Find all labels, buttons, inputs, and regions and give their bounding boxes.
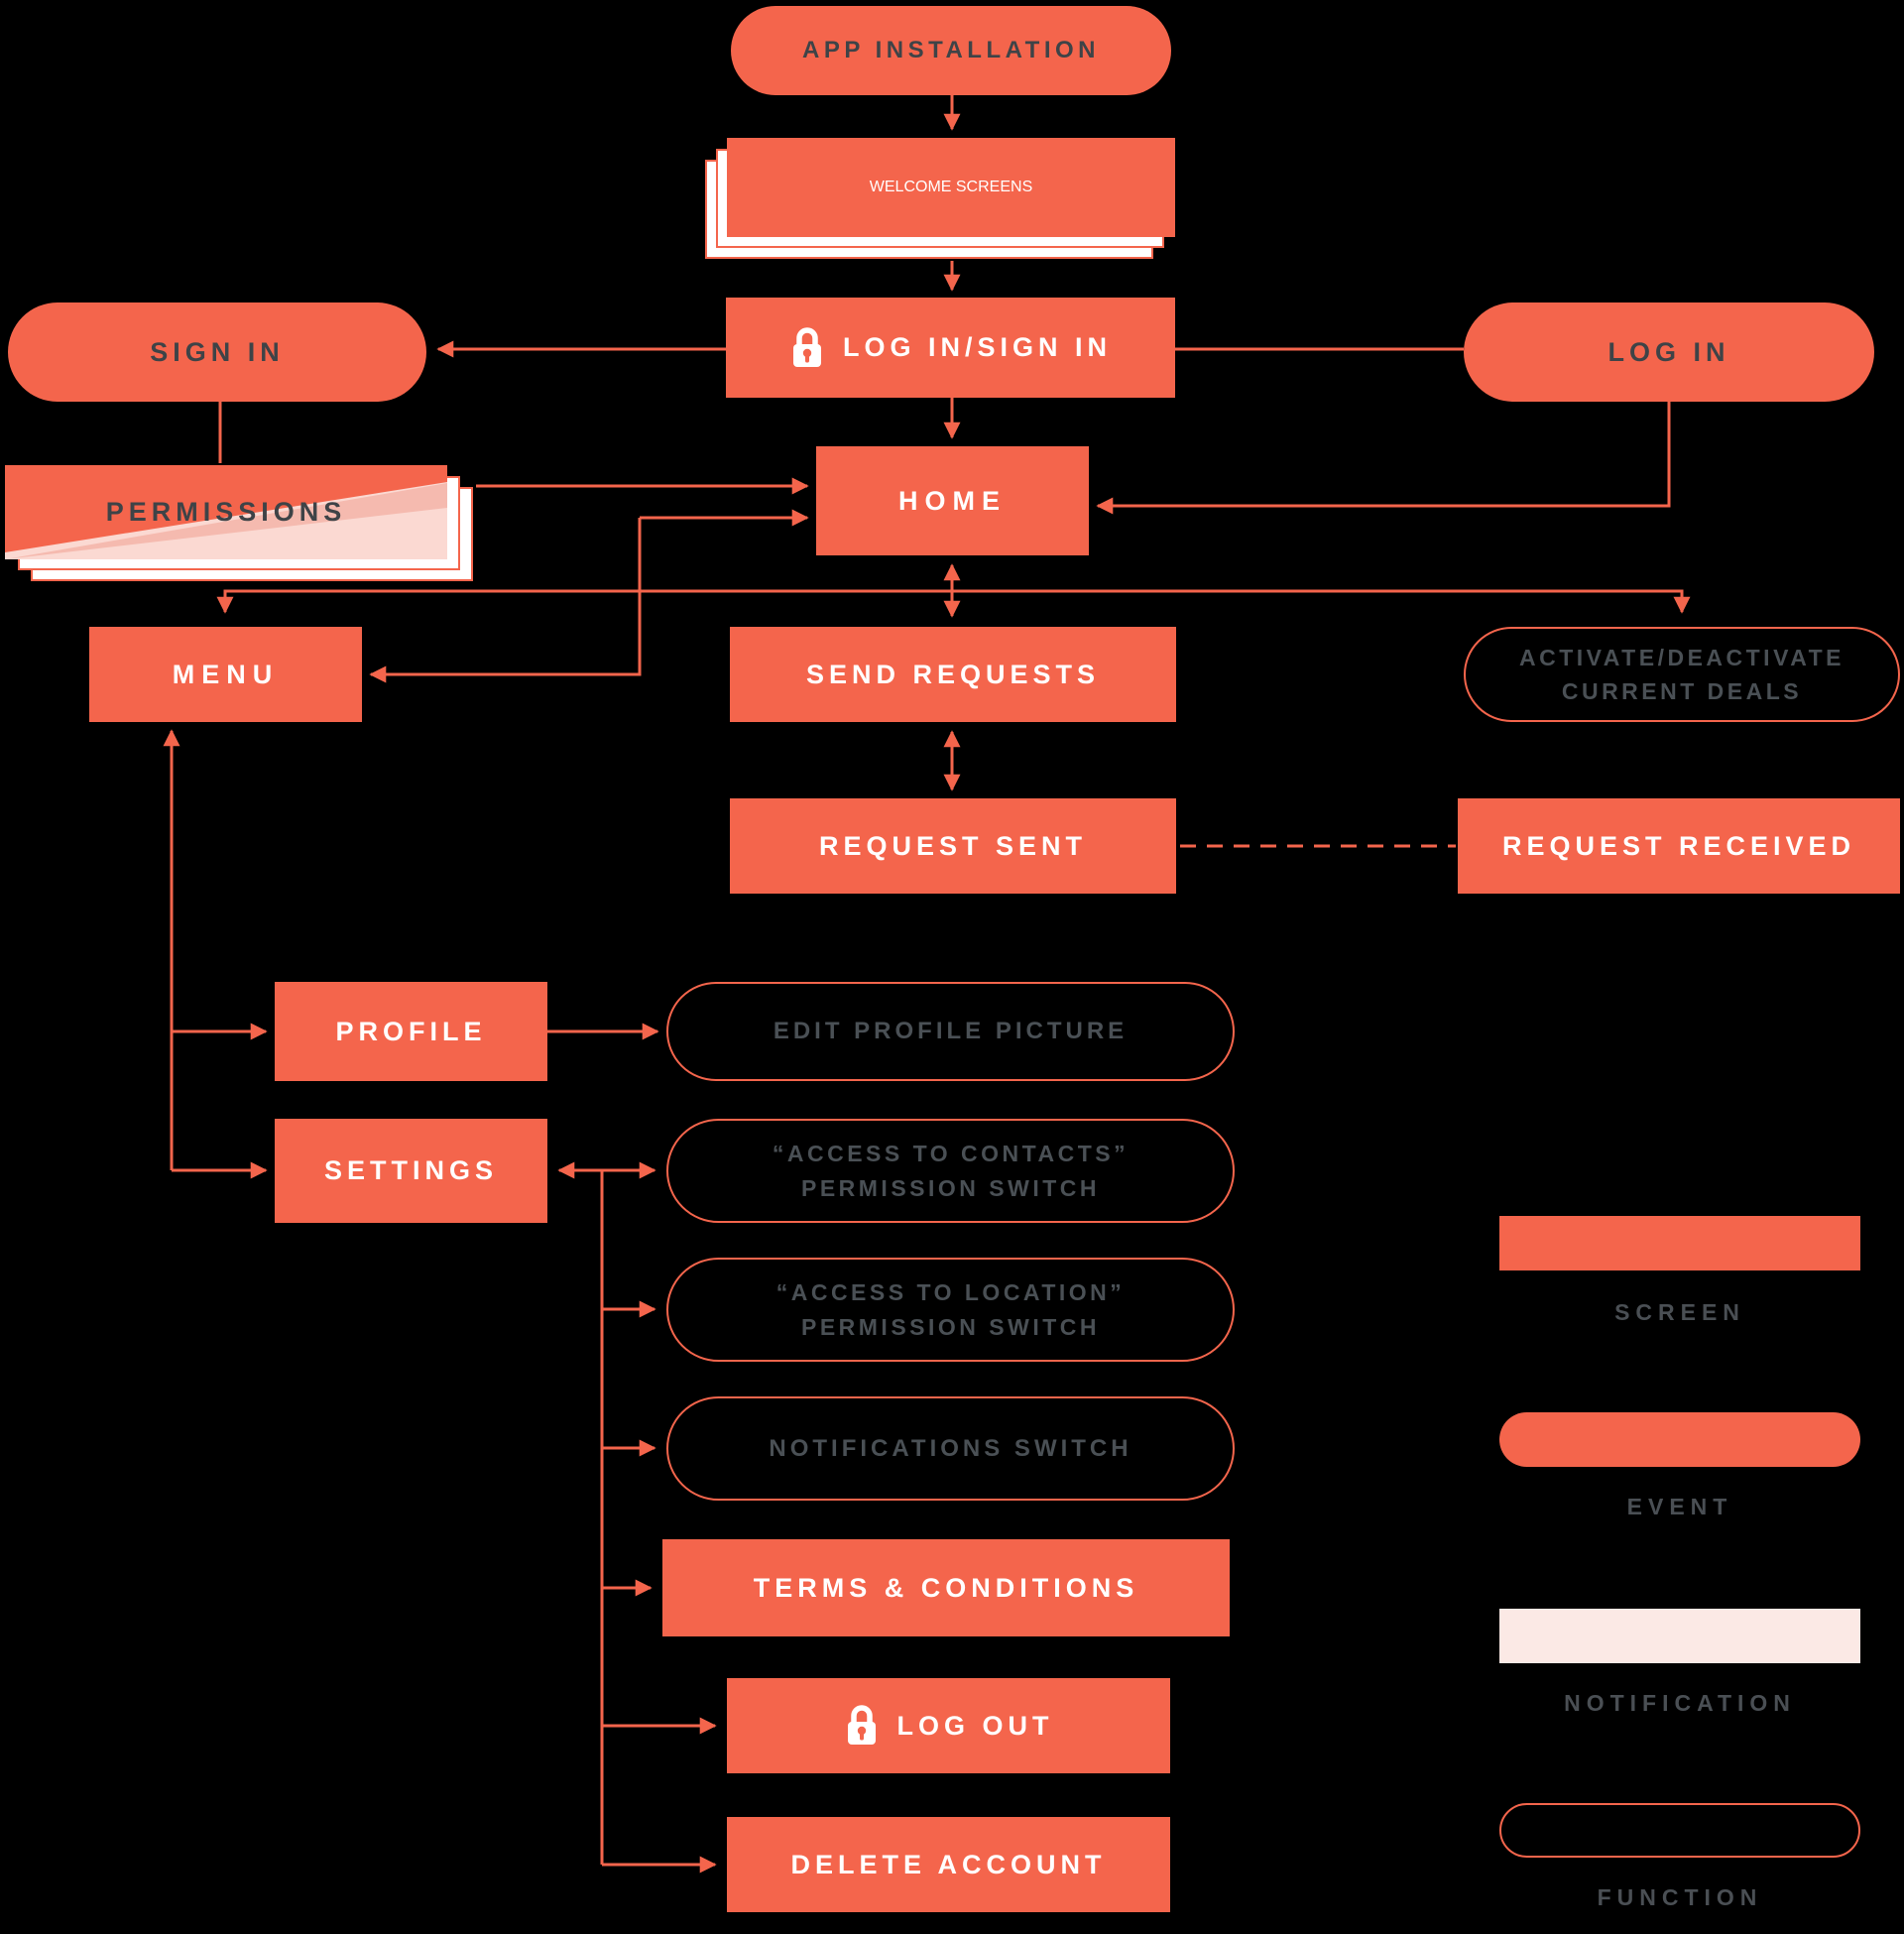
- legend-event-swatch: [1499, 1412, 1860, 1467]
- legend-screen-swatch: [1499, 1216, 1860, 1270]
- node-permissions: PERMISSIONS: [5, 465, 473, 581]
- legend-function-label: FUNCTION: [1597, 1884, 1763, 1910]
- node-access-to-contacts-permission-switch: “ACCESS TO CONTACTS” PERMISSION SWITCH: [666, 1119, 1235, 1223]
- node-activate-deactivate-current-deals: ACTIVATE/DEACTIVATE CURRENT DEALS: [1464, 627, 1900, 722]
- permissions-diagonal-art: [5, 465, 447, 559]
- node-access-to-location-permission-switch: “ACCESS TO LOCATION” PERMISSION SWITCH: [666, 1258, 1235, 1362]
- node-log-out: LOG OUT: [727, 1678, 1170, 1773]
- node-notifications-switch: NOTIFICATIONS SWITCH: [666, 1396, 1235, 1501]
- node-sign-in: SIGN IN: [8, 302, 426, 402]
- node-app-installation: APP INSTALLATION: [731, 6, 1171, 95]
- node-label: LOG IN/SIGN IN: [842, 332, 1112, 362]
- node-menu: MENU: [89, 627, 362, 722]
- node-delete-account: DELETE ACCOUNT: [727, 1817, 1170, 1912]
- node-terms-and-conditions: TERMS & CONDITIONS: [662, 1539, 1230, 1636]
- node-log-in: LOG IN: [1464, 302, 1874, 402]
- node-label: PERMISSIONS: [105, 497, 347, 527]
- node-label: LOG OUT: [896, 1710, 1054, 1741]
- node-settings: SETTINGS: [275, 1119, 547, 1223]
- legend-notification-swatch: [1499, 1609, 1860, 1663]
- node-edit-profile-picture: EDIT PROFILE PICTURE: [666, 982, 1235, 1081]
- legend-event-label: EVENT: [1626, 1494, 1733, 1519]
- legend-screen-label: SCREEN: [1614, 1299, 1745, 1325]
- node-permissions-card: PERMISSIONS: [5, 465, 447, 559]
- node-label: ACTIVATE/DEACTIVATE CURRENT DEALS: [1518, 644, 1844, 705]
- node-request-sent: REQUEST SENT: [730, 798, 1176, 894]
- node-request-received: REQUEST RECEIVED: [1458, 798, 1900, 894]
- node-welcome-screens: WELCOME SCREENS: [705, 138, 1175, 259]
- node-home: HOME: [816, 446, 1089, 555]
- node-log-in-sign-in: LOG IN/SIGN IN: [726, 298, 1175, 398]
- lock-icon: [792, 326, 821, 367]
- lock-icon: [847, 1705, 876, 1745]
- legend-notification-label: NOTIFICATION: [1564, 1690, 1796, 1716]
- node-send-requests: SEND REQUESTS: [730, 627, 1176, 722]
- node-label: “ACCESS TO LOCATION” PERMISSION SWITCH: [775, 1279, 1126, 1340]
- node-welcome-screens-card: WELCOME SCREENS: [727, 138, 1175, 237]
- legend-function-swatch: [1499, 1803, 1860, 1858]
- node-profile: PROFILE: [275, 982, 547, 1081]
- node-label: “ACCESS TO CONTACTS” PERMISSION SWITCH: [772, 1141, 1130, 1201]
